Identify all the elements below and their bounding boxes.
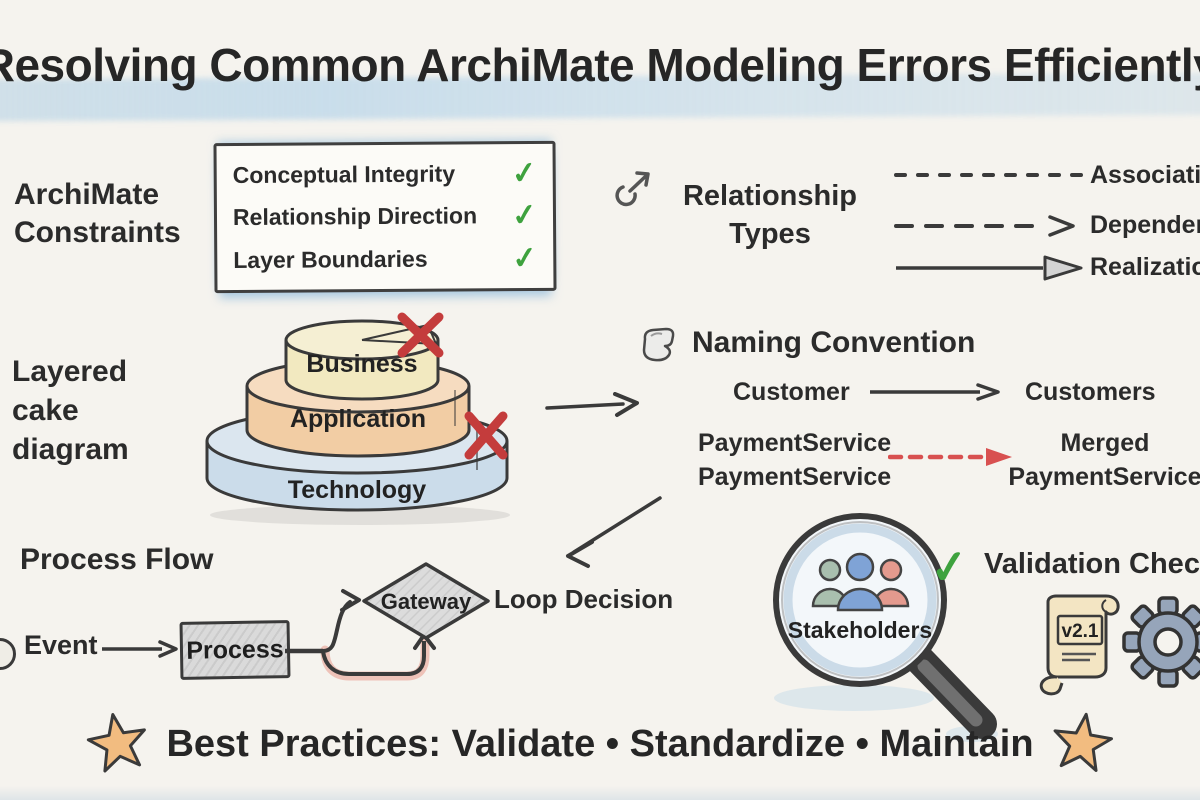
- loop-highlight: [320, 635, 430, 681]
- naming-merged-service: Merged PaymentService: [1000, 426, 1200, 494]
- cake-label-line3: diagram: [12, 433, 129, 466]
- lens-rim: [781, 521, 939, 679]
- dependency-arrow-icon: [894, 215, 1075, 237]
- cake-shadow: [210, 505, 510, 525]
- star-icon: [87, 712, 147, 773]
- legend-dependency-label: Dependency: [1090, 211, 1200, 239]
- version-badge: v2.1: [1062, 621, 1099, 642]
- merged-service-line2: PaymentService: [1008, 463, 1200, 491]
- naming-from-customer: Customer: [733, 378, 850, 406]
- constraints-label-line1: ArchiMate: [14, 178, 160, 211]
- process-flow-heading: Process Flow: [20, 543, 214, 576]
- relationship-types-line2: Types: [729, 217, 811, 250]
- gateway-diamond: Gateway: [362, 562, 490, 640]
- naming-duplicate-services: PaymentService PaymentService: [698, 426, 891, 494]
- version-badge-box: [1056, 614, 1104, 646]
- check-icon: ✓: [509, 155, 539, 192]
- duplicate-service-line2: PaymentService: [698, 463, 892, 491]
- loop-decision-label: Loop Decision: [494, 584, 674, 614]
- association-line-icon: [894, 173, 1085, 177]
- naming-convention-heading: Naming Convention: [692, 326, 976, 359]
- lens-wash: [783, 523, 937, 677]
- duplicate-service-line1: PaymentService: [698, 429, 892, 457]
- cake-tier-technology-label: Technology: [288, 476, 427, 504]
- legend-association-label: Association: [1090, 161, 1200, 189]
- error-x-icon: [397, 312, 444, 358]
- check-icon: ✓: [510, 240, 540, 277]
- realization-arrow-icon: [896, 255, 1083, 281]
- process-label: Process: [186, 634, 284, 665]
- layered-cake-section-label: Layered cake diagram: [12, 352, 129, 469]
- constraint-label: Layer Boundaries: [233, 245, 428, 274]
- constraints-label-line2: Constraints: [14, 215, 181, 249]
- naming-to-process-arrow-icon: [566, 496, 662, 568]
- constraints-checklist-box: Conceptual Integrity ✓ Relationship Dire…: [213, 140, 557, 294]
- legend-realization-label: Realization: [1090, 253, 1200, 281]
- magnifier-shadow: [774, 685, 934, 711]
- check-icon: ✓: [927, 539, 972, 595]
- constraint-row: Relationship Direction ✓: [232, 198, 539, 235]
- cake-label-line1: Layered: [12, 355, 128, 388]
- gateway-label: Gateway: [381, 589, 472, 614]
- cake-tier-business-label: Business: [306, 350, 417, 378]
- constraint-label: Relationship Direction: [232, 202, 478, 231]
- page-title: Resolving Common ArchiMate Modeling Erro…: [0, 39, 1200, 91]
- event-to-process-arrow-icon: [102, 640, 178, 658]
- best-practices-banner: Best Practices: Validate • Standardize •…: [0, 712, 1200, 776]
- constraint-label: Conceptual Integrity: [232, 160, 456, 188]
- gear-icon: [1122, 596, 1200, 688]
- relationship-types-label: Relationship Types: [656, 178, 884, 253]
- stakeholders-magnifier-icon: Stakeholders: [773, 513, 998, 742]
- people-icon: [811, 552, 910, 612]
- cake-to-naming-arrow-icon: [545, 392, 639, 417]
- merge-arrow-icon: [888, 448, 1012, 466]
- relationship-types-line1: Relationship: [682, 180, 857, 212]
- magnifier-handle-highlight: [917, 659, 983, 727]
- stakeholders-label: Stakeholders: [788, 617, 932, 643]
- bottom-watercolor-band: [0, 786, 1200, 800]
- cake-label-line2: cake: [12, 394, 79, 427]
- constraint-row: Conceptual Integrity ✓: [232, 155, 539, 193]
- check-icon: ✓: [510, 198, 539, 234]
- event-circle-icon: [0, 638, 16, 670]
- process-box: Process: [179, 620, 291, 680]
- tag-icon: [642, 327, 675, 362]
- layered-cake-diagram: Business Application Technology: [205, 312, 510, 525]
- event-label: Event: [24, 630, 98, 660]
- best-practices-text: Best Practices: Validate • Standardize •…: [166, 722, 1034, 765]
- constraints-section-label: ArchiMate Constraints: [14, 176, 181, 251]
- star-icon: [1053, 712, 1113, 773]
- relationship-link-icon: [615, 171, 650, 207]
- rename-arrow-icon: [870, 383, 1000, 401]
- error-x-icon: [464, 411, 508, 460]
- validation-check-label: Validation Check: [984, 548, 1200, 580]
- version-scroll-icon: v2.1: [1039, 594, 1120, 696]
- merged-service-line1: Merged: [1060, 429, 1150, 457]
- naming-to-customers: Customers: [1025, 378, 1156, 406]
- scroll-text-lines: [1062, 652, 1096, 662]
- cake-tier-application-label: Application: [290, 405, 426, 433]
- constraint-row: Layer Boundaries ✓: [233, 240, 540, 278]
